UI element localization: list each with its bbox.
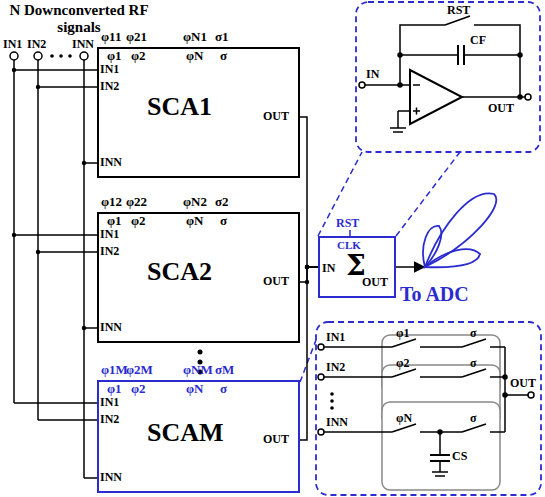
signal-label: IN xyxy=(366,68,379,80)
signal-label: σ xyxy=(220,49,227,62)
signal-label: φ11 xyxy=(101,30,121,43)
signal-label: CF xyxy=(470,34,486,46)
signal-label: OUT xyxy=(263,275,289,287)
signal-label: φ2 xyxy=(131,382,146,395)
signal-label: INN xyxy=(100,471,122,483)
signal-label: φ1 xyxy=(107,49,122,62)
block-name: SCA1 xyxy=(147,94,212,120)
signal-label: φ1M xyxy=(101,363,128,376)
signal-label: φN xyxy=(186,49,204,62)
title: N Downconverted RF signals xyxy=(4,2,154,35)
signal-label: IN1 xyxy=(326,331,345,343)
signal-label: φ2 xyxy=(396,357,410,369)
signal-label: φN1 xyxy=(183,30,207,43)
signal-label: INN xyxy=(100,321,122,333)
signal-label: φN2 xyxy=(183,195,207,208)
signal-label: σ xyxy=(470,327,477,339)
block-name: SCA2 xyxy=(147,259,212,285)
signal-label: OUT xyxy=(263,110,289,122)
signal-label: φ2 xyxy=(131,49,146,62)
signal-label: σ xyxy=(220,214,227,227)
signal-label: OUT xyxy=(362,276,388,288)
signal-label: RST xyxy=(447,4,470,16)
signal-label: φN xyxy=(186,382,204,395)
signal-label: σ xyxy=(470,412,477,424)
signal-label: φ1 xyxy=(396,327,410,339)
signal-label: φ2 xyxy=(131,214,146,227)
signal-label: IN xyxy=(322,262,335,274)
signal-label: σ xyxy=(220,382,227,395)
signal-label: IN1 xyxy=(100,63,119,75)
signal-label: σ2 xyxy=(215,195,229,208)
signal-label: OUT xyxy=(488,102,514,114)
signal-label: IN1 xyxy=(100,228,119,240)
signal-label: φ1 xyxy=(107,382,122,395)
signal-label: IN2 xyxy=(326,361,345,373)
signal-label: IN1 xyxy=(100,396,119,408)
signal-label: CLK xyxy=(337,240,361,251)
signal-label: σ xyxy=(470,357,477,369)
signal-label: φN xyxy=(396,412,412,424)
output-wire xyxy=(300,267,318,282)
signal-label: φ1 xyxy=(107,214,122,227)
signal-label: φ2M xyxy=(126,363,153,376)
signal-label: IN2 xyxy=(27,38,46,50)
signal-label: σ1 xyxy=(215,30,229,43)
signal-label: IN2 xyxy=(100,413,119,425)
signal-label: INN xyxy=(326,416,348,428)
signal-label: φ21 xyxy=(126,30,147,43)
signal-label: φNM xyxy=(183,363,213,376)
signal-label: To ADC xyxy=(400,284,469,304)
signal-label: OUT xyxy=(263,433,289,445)
output-wire xyxy=(300,117,318,267)
signal-label: φ22 xyxy=(126,195,147,208)
output-wire xyxy=(300,267,318,440)
signal-label: φN xyxy=(186,214,204,227)
signal-label: IN2 xyxy=(100,80,119,92)
signal-label: φ12 xyxy=(101,195,122,208)
block-name: SCAM xyxy=(147,420,224,446)
signal-label: CS xyxy=(452,450,467,462)
signal-label: RST xyxy=(336,217,359,229)
signal-label: INN xyxy=(72,38,94,50)
signal-label: OUT xyxy=(510,377,536,389)
signal-label: INN xyxy=(100,156,122,168)
signal-label: IN1 xyxy=(3,38,22,50)
signal-label: σM xyxy=(215,363,234,376)
signal-label: IN2 xyxy=(100,245,119,257)
